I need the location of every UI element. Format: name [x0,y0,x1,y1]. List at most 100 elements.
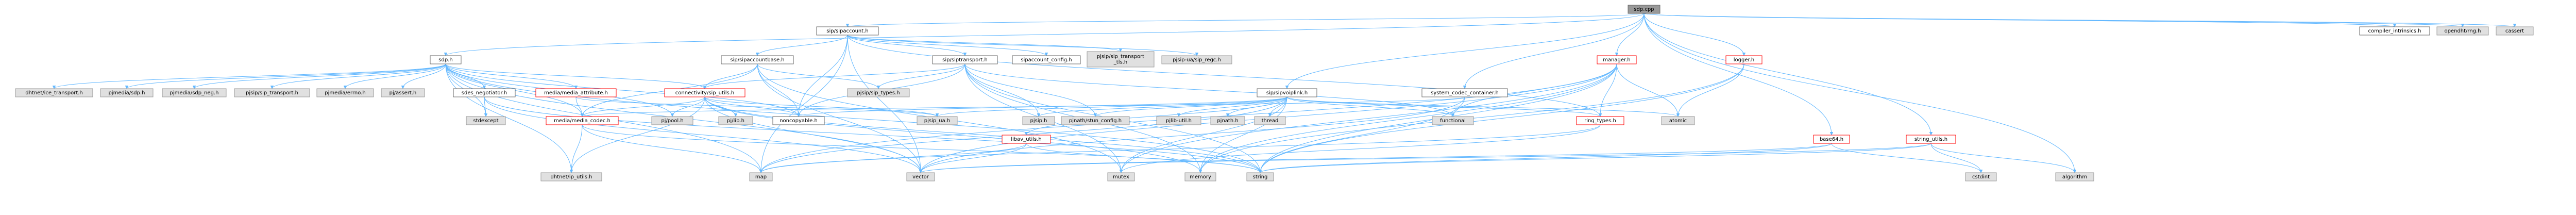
edge-sip_siptransport_h-to-pjnath_stun_config_h [964,63,1095,117]
node-ring-types-h[interactable]: ring_types.h [1576,116,1624,125]
node-pjmedia-errno-h: pjmedia/errno.h [316,88,374,97]
node-box [381,88,425,97]
node-logger-h[interactable]: logger.h [1725,55,1762,64]
node-sip-sipaccount-h[interactable]: sip/sipaccount.h [816,26,879,36]
node-sdp-h[interactable]: sdp.h [430,55,462,64]
node-layer: sdp.cpp sip/sipaccount.h compiler_intrinsi… [15,5,2534,181]
node-box [162,88,227,97]
node-box [430,55,462,64]
node-box [1906,135,1956,144]
edge-sip_sipaccount_h-to-sip_siptransport_h [847,35,965,56]
node-sip-sipvoiplink-h[interactable]: sip/sipvoiplink.h [1257,88,1317,97]
node-box [546,116,619,125]
node-system-codec-container-h[interactable]: system_codec_container.h [1421,88,1508,97]
node-media-media-codec-h[interactable]: media/media_codec.h [546,116,619,125]
edge-sip_sipaccount_h-to-map [761,35,848,173]
edge-sdp_cpp-to-algorithm [1643,13,2075,173]
edge-sdp_h-to-noncopyable_h [445,63,799,117]
node-box [1246,172,1274,181]
node-box [2436,26,2489,36]
node-pjsip-sip-types-h: pjsip/sip_types.h [847,88,910,97]
edge-base64_h-to-string [1260,143,1832,173]
edge-libav_utils_h-to-vector [921,143,1027,173]
edge-sdes_negotiator_h-to-stdexcept [484,96,486,117]
edge-sdp_cpp-to-compiler_intrinsics_h [1643,13,2395,27]
node-label: media/media_attribute.h [544,90,608,96]
node-label: pjmedia/errno.h [325,90,365,96]
edge-sdp_cpp-to-logger_h [1643,13,1744,56]
node-compiler-intrinsics-h[interactable]: compiler_intrinsics.h [2359,26,2430,36]
edge-sdp_h-to-pjmedia_errno_h [345,63,446,89]
node-label: pjsip/sip_transport [1097,54,1144,60]
edge-sip_siptransport_h-to-pjsip_h [964,63,1039,117]
edge-string_utils_h-to-string [1260,143,1931,173]
node-label: ring_types.h [1584,118,1616,124]
node-libav-utils-h[interactable]: libav_utils.h [1002,135,1051,144]
node-box [906,172,935,181]
node-cassert: cassert [2496,26,2534,36]
node-pjmedia-sdp-h: pjmedia/sdp.h [100,88,154,97]
node-label: pjlib-util.h [1166,118,1192,124]
node-box [1813,135,1850,144]
edge-sdp_h-to-pjsip_sip_transport_h [272,63,446,89]
edge-media_media_attribute_h-to-pjsip_ua_h [575,96,937,117]
node-box [1432,116,1474,125]
edge-libav_utils_h-to-map [761,143,1027,173]
edge-sdp_cpp-to-sip_sipvoiplink_h [1287,13,1645,89]
edge-sip_siptransport_h-to-pjsip_sip_types_h [878,63,965,89]
node-label: cstdint [1972,174,1990,180]
edge-connectivity_sip_utils_h-to-pj_lib_h [704,96,736,117]
node-pjnath-stun-config-h: pjnath/stun_config.h [1061,116,1130,125]
node-sipaccount-config-h[interactable]: sipaccount_config.h [1012,55,1081,64]
edge-sip_sipvoiplink_h-to-functional [1286,96,1453,117]
edge-sdp_h-to-media_media_attribute_h [445,63,576,89]
node-connectivity-sip-utils-h[interactable]: connectivity/sip_utils.h [664,88,745,97]
node-sdp-cpp[interactable]: sdp.cpp [1628,5,1660,14]
node-label: base64.h [1820,137,1843,142]
edge-sdp_cpp-to-string_utils_h [1643,13,1931,135]
edge-sip_sipaccountbase_h-to-noncopyable_h [757,63,799,117]
edge-layer [54,13,2515,173]
node-label: cassert [2505,28,2524,34]
node-mutex: mutex [1107,172,1135,181]
node-box [1257,88,1317,97]
edge-sip_sipvoiplink_h-to-pjlib_util_h [1179,96,1287,117]
node-label: opendht/rng.h [2444,28,2481,34]
edge-sdp_h-to-dhtnet_ip_utils_h [445,63,571,173]
node-box [1022,116,1055,125]
node-noncopyable-h[interactable]: noncopyable.h [772,116,825,125]
node-pjsip-sip-transport-h: pjsip/sip_transport.h [234,88,310,97]
node-label: string [1253,174,1268,180]
node-algorithm: algorithm [2055,172,2094,181]
node-label: memory [1190,174,1211,180]
edge-sdp_cpp-to-system_codec_container_h [1465,13,1645,89]
node-pjlib-util-h: pjlib-util.h [1156,116,1201,125]
node-label: thread [1262,118,1279,124]
edge-connectivity_sip_utils_h-to-dhtnet_ip_utils_h [571,96,705,173]
node-box [1421,88,1508,97]
node-base64-h[interactable]: base64.h [1813,135,1850,144]
node-label: stdexcept [473,118,498,124]
node-sip-sipaccountbase-h[interactable]: sip/sipaccountbase.h [721,55,794,64]
edge-sip_sipaccount_h-to-noncopyable_h [799,35,848,117]
node-box [1628,5,1660,14]
node-label: pjsip-ua/sip_regc.h [1173,57,1221,63]
node-pj-pool-h: pj/pool.h [651,116,693,125]
edge-sip_sipvoiplink_h-to-pjnath_stun_config_h [1095,96,1287,117]
node-label: sip/sipaccountbase.h [730,57,784,63]
edge-libav_utils_h-to-string [1026,143,1260,173]
edge-base64_h-to-cstdint [1831,143,1981,173]
node-media-media-attribute-h[interactable]: media/media_attribute.h [535,88,617,97]
node-manager-h[interactable]: manager.h [1597,55,1637,64]
node-box [100,88,154,97]
edge-sdp_cpp-to-manager_h [1617,13,1645,56]
node-string-utils-h[interactable]: string_utils.h [1906,135,1956,144]
node-label: dhtnet/ip_utils.h [550,174,592,180]
node-box [234,88,310,97]
node-box [772,116,825,125]
node-sdes-negotiator-h[interactable]: sdes_negotiator.h [453,88,516,97]
node-label: logger.h [1734,57,1754,63]
node-cstdint: cstdint [1965,172,1997,181]
node-sip-siptransport-h[interactable]: sip/siptransport.h [932,55,998,64]
node-box [1597,55,1637,64]
